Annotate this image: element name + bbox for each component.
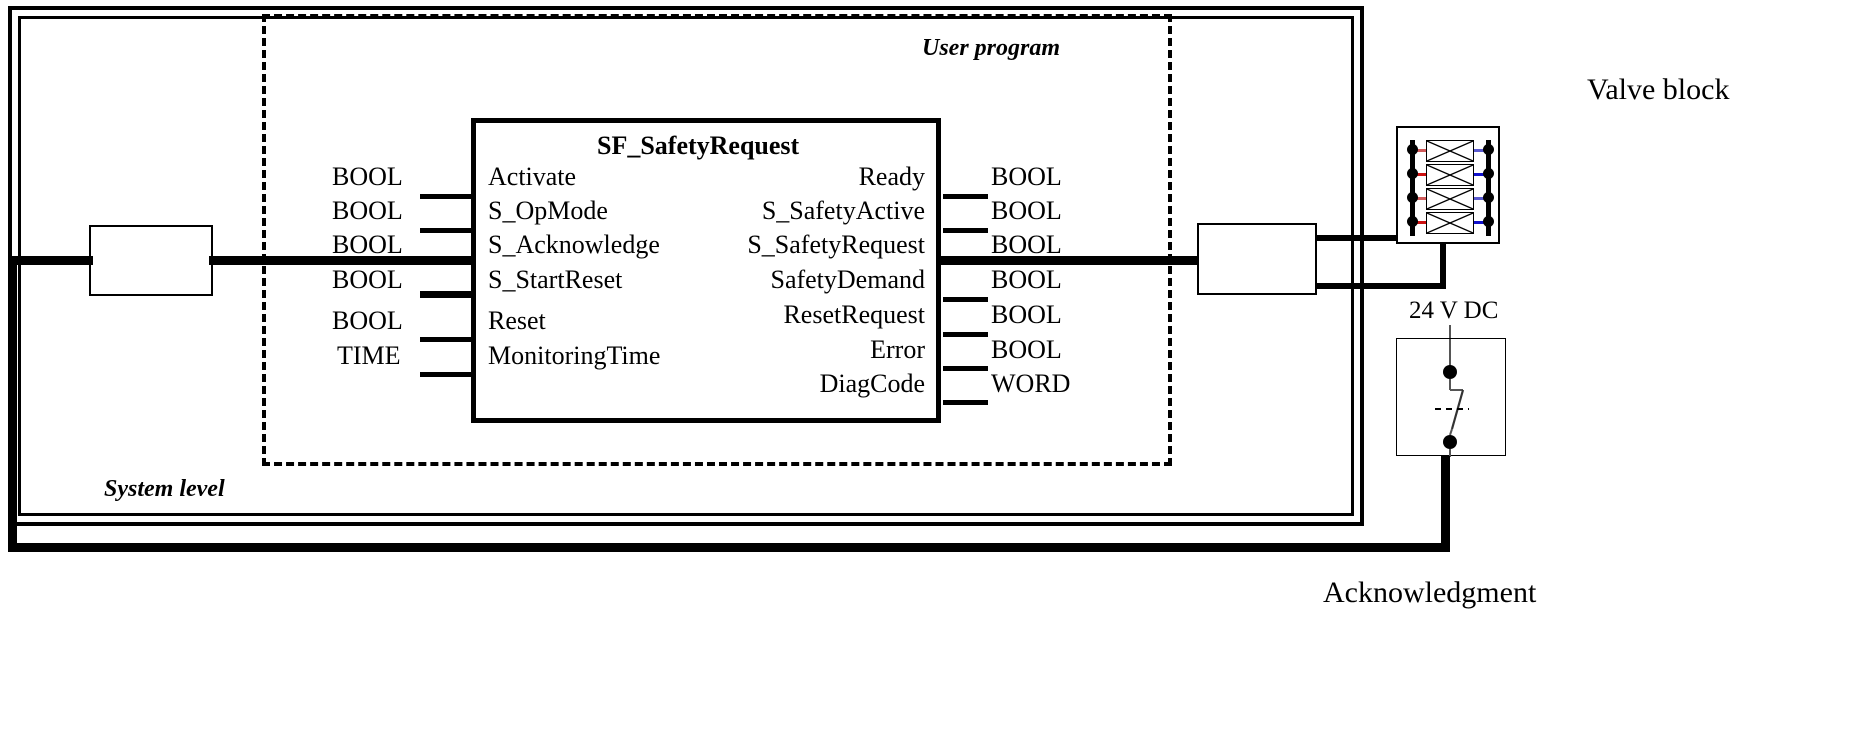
valve-wire-out-3 xyxy=(1472,221,1488,224)
output-type-5: BOOL xyxy=(991,335,1062,364)
output-stub-5 xyxy=(943,366,988,371)
output-port-name-1: S_SafetyActive xyxy=(761,196,925,225)
valve-symbol-3 xyxy=(1426,212,1474,234)
acknowledgment-switch-box xyxy=(1396,338,1506,457)
valve-cross-icon-1 xyxy=(1427,165,1473,185)
function-block-title: SF_SafetyRequest xyxy=(597,131,800,160)
input-port-name-4: Reset xyxy=(488,306,546,335)
ack-wire-down xyxy=(1441,456,1450,551)
input-module-box xyxy=(89,225,213,296)
valve-dot-right-1 xyxy=(1483,168,1494,179)
wire-to-valve-lower xyxy=(1315,283,1446,289)
valve-bus-right xyxy=(1486,140,1491,236)
valve-dot-right-0 xyxy=(1483,144,1494,155)
output-port-name-4: ResetRequest xyxy=(783,300,925,329)
output-stub-0 xyxy=(943,194,988,199)
input-stub-5 xyxy=(420,372,475,377)
wire-valve-vertical xyxy=(1440,237,1446,289)
valve-cross-icon-2 xyxy=(1427,189,1473,209)
input-type-1: BOOL xyxy=(332,196,403,225)
user-program-label: User program xyxy=(922,35,1061,61)
valve-dot-right-2 xyxy=(1483,192,1494,203)
output-type-6: WORD xyxy=(991,369,1071,398)
input-port-name-2: S_Acknowledge xyxy=(488,230,660,259)
input-stub-1 xyxy=(420,228,475,233)
valve-wire-out-0 xyxy=(1472,149,1488,152)
user-program-boundary xyxy=(262,14,1172,466)
valve-symbol-2 xyxy=(1426,188,1474,210)
ack-wire-up-left xyxy=(8,256,17,551)
valve-cross-icon-3 xyxy=(1427,213,1473,233)
input-type-0: BOOL xyxy=(332,162,403,191)
valve-wire-in-2 xyxy=(1414,197,1428,200)
input-port-name-3: S_StartReset xyxy=(488,265,623,294)
valve-dot-left-0 xyxy=(1407,144,1418,155)
input-type-4: BOOL xyxy=(332,306,403,335)
voltage-label: 24 V DC xyxy=(1409,297,1499,324)
input-type-3: BOOL xyxy=(332,265,403,294)
input-port-name-5: MonitoringTime xyxy=(488,341,661,370)
valve-dot-left-1 xyxy=(1407,168,1418,179)
output-port-name-3: SafetyDemand xyxy=(770,265,925,294)
valve-wire-in-3 xyxy=(1414,221,1428,224)
output-type-1: BOOL xyxy=(991,196,1062,225)
function-block-sf-safetyrequest xyxy=(471,118,941,423)
output-stub-3 xyxy=(943,297,988,302)
valve-bus-left xyxy=(1410,140,1415,236)
bus-right-from-block xyxy=(941,256,1199,265)
valve-dot-left-3 xyxy=(1407,216,1418,227)
output-stub-1 xyxy=(943,228,988,233)
acknowledgment-label: Acknowledgment xyxy=(1323,576,1537,609)
output-stub-6 xyxy=(943,400,988,405)
valve-wire-in-1 xyxy=(1414,173,1428,176)
valve-dot-left-2 xyxy=(1407,192,1418,203)
valve-wire-in-0 xyxy=(1414,149,1428,152)
output-port-name-2: S_SafetyRequest xyxy=(747,230,925,259)
input-stub-0 xyxy=(420,194,475,199)
bus-left-to-block xyxy=(209,256,474,265)
valve-block xyxy=(1396,126,1500,244)
wire-to-valve-block xyxy=(1315,235,1400,241)
valve-symbol-1 xyxy=(1426,164,1474,186)
valve-block-label: Valve block xyxy=(1587,73,1730,106)
input-port-name-1: S_OpMode xyxy=(488,196,608,225)
output-type-0: BOOL xyxy=(991,162,1062,191)
output-type-4: BOOL xyxy=(991,300,1062,329)
valve-cross-icon-0 xyxy=(1427,141,1473,161)
output-type-2: BOOL xyxy=(991,230,1062,259)
output-module-box xyxy=(1197,223,1317,295)
valve-wire-out-2 xyxy=(1472,197,1488,200)
output-type-3: BOOL xyxy=(991,265,1062,294)
valve-symbol-0 xyxy=(1426,140,1474,162)
system-level-label: System level xyxy=(104,476,225,502)
ack-wire-horizontal xyxy=(8,543,1450,552)
bus-left-in xyxy=(8,256,93,265)
output-stub-4 xyxy=(943,332,988,337)
valve-dot-right-3 xyxy=(1483,216,1494,227)
output-port-name-0: Ready xyxy=(858,162,925,191)
input-stub-4 xyxy=(420,337,475,342)
input-type-2: BOOL xyxy=(332,230,403,259)
input-port-name-0: Activate xyxy=(488,162,577,191)
output-port-name-6: DiagCode xyxy=(819,369,925,398)
input-stub-3 xyxy=(420,291,475,298)
input-type-5: TIME xyxy=(337,341,401,370)
output-port-name-5: Error xyxy=(870,335,925,364)
valve-wire-out-1 xyxy=(1472,173,1488,176)
switch-symbol-icon xyxy=(1435,339,1469,457)
